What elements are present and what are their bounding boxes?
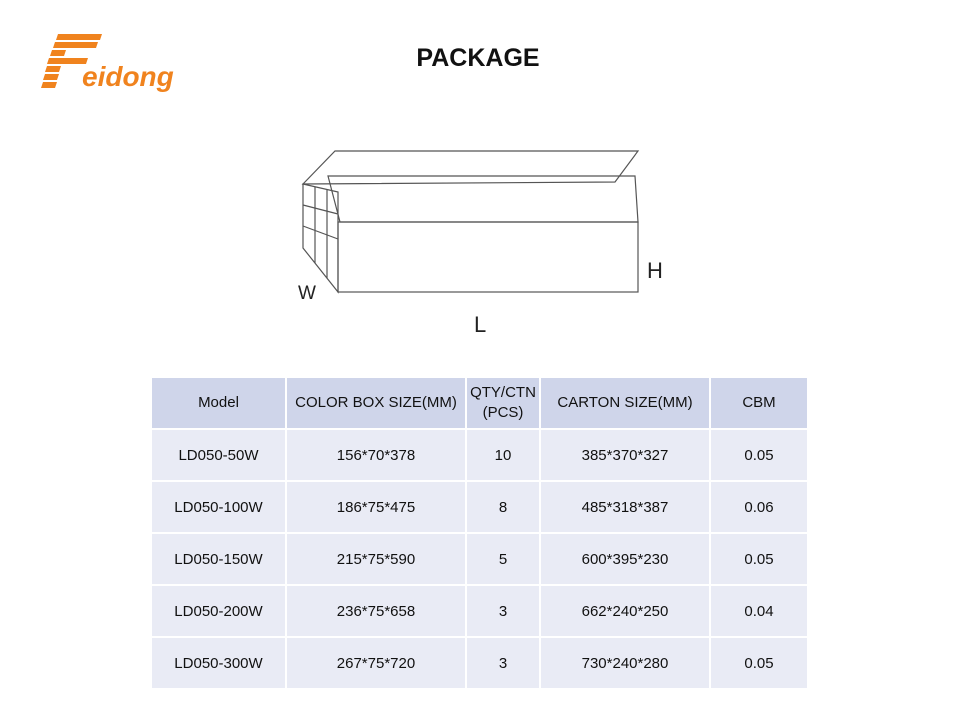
label-w: W xyxy=(298,283,316,304)
cell-model: LD050-200W xyxy=(150,584,287,638)
col-header-model: Model xyxy=(150,376,287,430)
cell-carton-size: 600*395*230 xyxy=(539,532,711,586)
cell-carton-size: 662*240*250 xyxy=(539,584,711,638)
table-row: LD050-200W 236*75*658 3 662*240*250 0.04 xyxy=(150,584,809,638)
cell-cbm: 0.05 xyxy=(709,428,809,482)
cell-model: LD050-50W xyxy=(150,428,287,482)
carton-box-diagram: W H L xyxy=(298,150,663,337)
cell-color-box-size: 156*70*378 xyxy=(285,428,467,482)
cell-cbm: 0.05 xyxy=(709,636,809,690)
cell-color-box-size: 236*75*658 xyxy=(285,584,467,638)
col-header-qty-ctn-text: QTY/CTN (PCS) xyxy=(470,384,536,421)
table-row: LD050-150W 215*75*590 5 600*395*230 0.05 xyxy=(150,532,809,586)
col-header-color-box-size: COLOR BOX SIZE(MM) xyxy=(285,376,467,430)
cell-model: LD050-100W xyxy=(150,480,287,534)
table-row: LD050-100W 186*75*475 8 485*318*387 0.06 xyxy=(150,480,809,534)
cell-cbm: 0.06 xyxy=(709,480,809,534)
page-title: PACKAGE xyxy=(416,44,540,72)
cell-cbm: 0.04 xyxy=(709,584,809,638)
cell-carton-size: 485*318*387 xyxy=(539,480,711,534)
feidong-logo: eidong xyxy=(41,34,174,92)
cell-cbm: 0.05 xyxy=(709,532,809,586)
cell-qty: 8 xyxy=(465,480,541,534)
cell-color-box-size: 186*75*475 xyxy=(285,480,467,534)
cell-qty: 3 xyxy=(465,636,541,690)
cell-qty: 10 xyxy=(465,428,541,482)
cell-carton-size: 385*370*327 xyxy=(539,428,711,482)
cell-color-box-size: 267*75*720 xyxy=(285,636,467,690)
table-header-row: Model COLOR BOX SIZE(MM) QTY/CTN (PCS) C… xyxy=(150,376,809,430)
cell-qty: 3 xyxy=(465,584,541,638)
cell-color-box-size: 215*75*590 xyxy=(285,532,467,586)
logo-text: eidong xyxy=(82,61,174,92)
table-row: LD050-50W 156*70*378 10 385*370*327 0.05 xyxy=(150,428,809,482)
col-header-cbm: CBM xyxy=(709,376,809,430)
col-header-carton-size: CARTON SIZE(MM) xyxy=(539,376,711,430)
cell-carton-size: 730*240*280 xyxy=(539,636,711,690)
label-l: L xyxy=(474,312,486,337)
label-h: H xyxy=(647,258,663,283)
cell-model: LD050-150W xyxy=(150,532,287,586)
logo-f-mark xyxy=(41,34,102,88)
table-row: LD050-300W 267*75*720 3 730*240*280 0.05 xyxy=(150,636,809,690)
cell-qty: 5 xyxy=(465,532,541,586)
package-table: Model COLOR BOX SIZE(MM) QTY/CTN (PCS) C… xyxy=(150,376,809,690)
col-header-qty-ctn: QTY/CTN (PCS) xyxy=(465,376,541,430)
cell-model: LD050-300W xyxy=(150,636,287,690)
